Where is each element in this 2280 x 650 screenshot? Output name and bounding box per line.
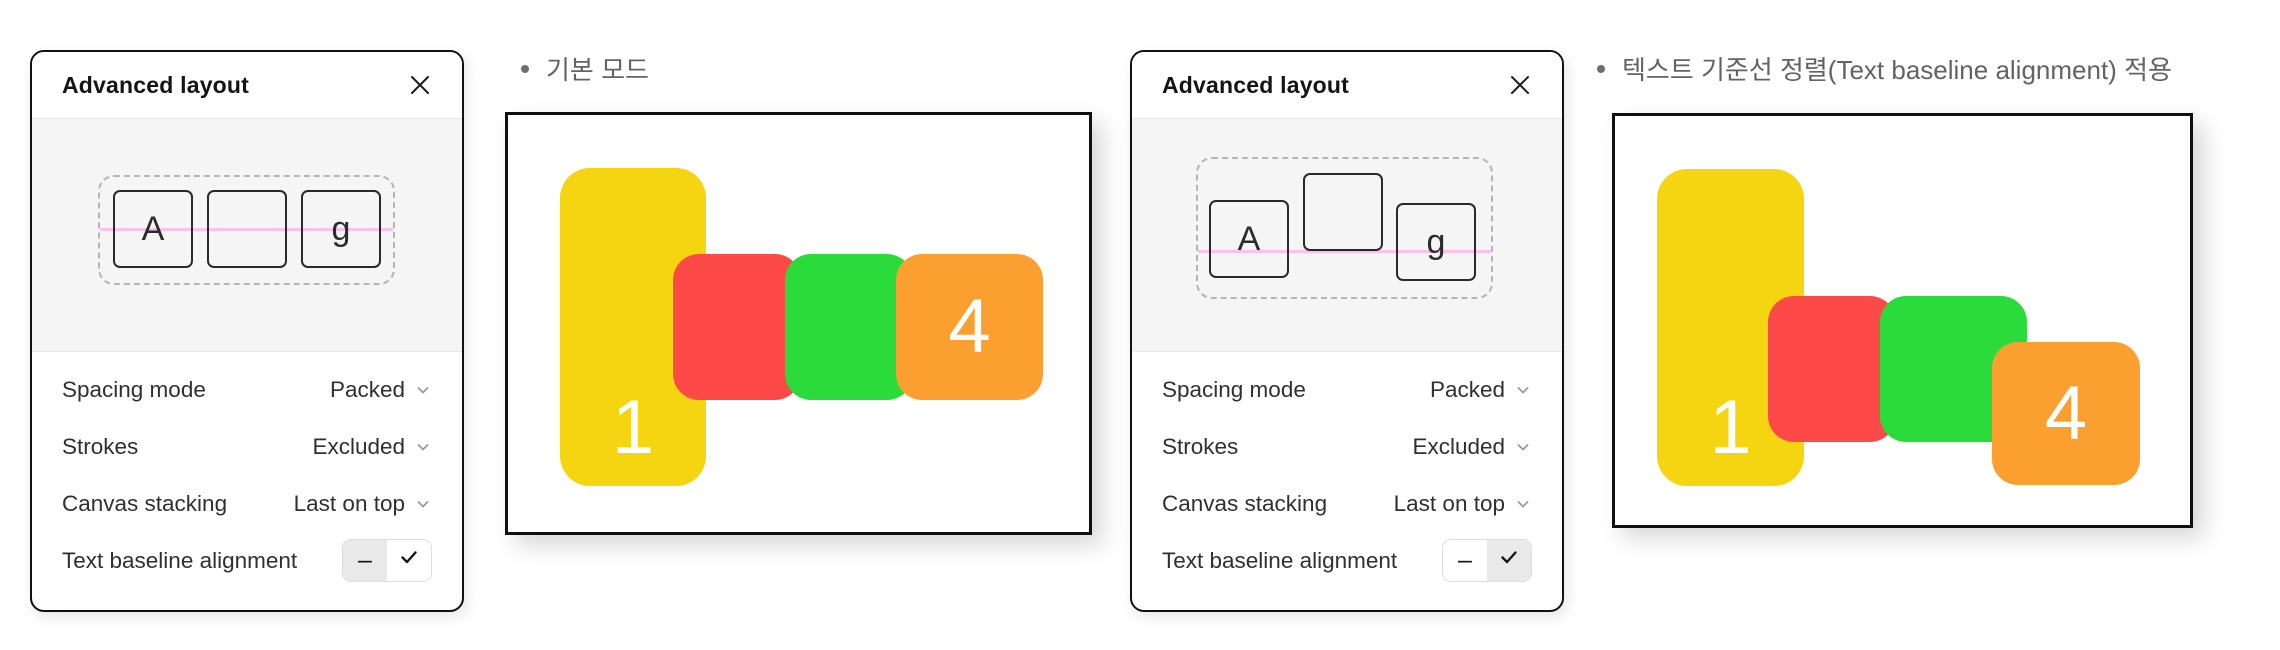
baseline-preview: A g bbox=[32, 119, 462, 352]
row-label: Canvas stacking bbox=[1162, 490, 1328, 516]
row-spacing-mode: Spacing mode Packed bbox=[1162, 361, 1532, 418]
square-letter: g bbox=[1426, 222, 1446, 261]
baseline-indicator-line bbox=[1198, 250, 1491, 253]
dropdown-value: Last on top bbox=[1393, 490, 1505, 516]
panel-settings-rows: Spacing mode Packed Strokes Excluded Can… bbox=[32, 352, 462, 589]
chevron-down-icon bbox=[1514, 495, 1532, 513]
example-canvas-basic: 1 4 bbox=[505, 112, 1092, 535]
spacing-mode-dropdown[interactable]: Packed bbox=[1430, 377, 1532, 403]
advanced-layout-panel-basic: Advanced layout A g Spacing mode Packed bbox=[30, 50, 464, 612]
row-label: Spacing mode bbox=[62, 376, 206, 402]
chevron-down-icon bbox=[1514, 381, 1532, 399]
panel-settings-rows: Spacing mode Packed Strokes Excluded Can… bbox=[1132, 352, 1562, 589]
row-label: Strokes bbox=[62, 433, 139, 459]
bullet-dot bbox=[521, 64, 529, 73]
heading-text: 기본 모드 bbox=[546, 55, 649, 85]
dash-glyph: – bbox=[1458, 546, 1472, 574]
panel-title: Advanced layout bbox=[1162, 71, 1350, 98]
square-letter: A bbox=[1237, 219, 1261, 258]
strokes-dropdown[interactable]: Excluded bbox=[1412, 434, 1532, 460]
shape-label: 4 bbox=[948, 284, 991, 369]
strokes-dropdown[interactable]: Excluded bbox=[312, 434, 432, 460]
example-canvas-baseline: 1 4 bbox=[1612, 113, 2193, 528]
dropdown-value: Packed bbox=[1429, 376, 1505, 402]
square-letter: g bbox=[331, 209, 351, 248]
section-heading-basic: 기본 모드 bbox=[521, 50, 649, 87]
baseline-preview: A g bbox=[1132, 119, 1562, 352]
preview-square-g: g bbox=[301, 190, 381, 268]
dropdown-value: Excluded bbox=[1412, 433, 1505, 459]
preview-square-empty bbox=[207, 190, 287, 268]
row-label: Text baseline alignment bbox=[1162, 547, 1398, 573]
toggle-on-button[interactable] bbox=[1487, 540, 1531, 581]
row-strokes: Strokes Excluded bbox=[1162, 418, 1532, 475]
dropdown-value: Packed bbox=[329, 376, 405, 402]
row-canvas-stacking: Canvas stacking Last on top bbox=[62, 475, 432, 532]
chevron-down-icon bbox=[414, 495, 432, 513]
baseline-indicator-line bbox=[100, 228, 393, 231]
panel-header: Advanced layout bbox=[32, 52, 462, 119]
preview-square-a: A bbox=[113, 190, 193, 268]
row-text-baseline-alignment: Text baseline alignment – bbox=[1162, 532, 1532, 589]
shape-orange[interactable]: 4 bbox=[1992, 342, 2140, 485]
panel-title: Advanced layout bbox=[62, 71, 250, 98]
chevron-down-icon bbox=[1514, 438, 1532, 456]
autolayout-frame-outline: A g bbox=[98, 175, 395, 285]
row-strokes: Strokes Excluded bbox=[62, 418, 432, 475]
row-canvas-stacking: Canvas stacking Last on top bbox=[1162, 475, 1532, 532]
shape-orange[interactable]: 4 bbox=[896, 254, 1043, 400]
shape-red[interactable] bbox=[1768, 296, 1896, 442]
autolayout-frame-outline: A g bbox=[1196, 157, 1493, 299]
canvas-stacking-dropdown[interactable]: Last on top bbox=[1394, 491, 1532, 517]
row-label: Strokes bbox=[1162, 433, 1239, 459]
row-label: Canvas stacking bbox=[62, 490, 228, 516]
chevron-down-icon bbox=[414, 381, 432, 399]
panel-header: Advanced layout bbox=[1132, 52, 1562, 119]
heading-text: 텍스트 기준선 정렬(Text baseline alignment) 적용 bbox=[1622, 55, 2172, 85]
bullet-dot bbox=[1597, 64, 1605, 73]
row-label: Spacing mode bbox=[1162, 376, 1306, 402]
spacing-mode-dropdown[interactable]: Packed bbox=[330, 377, 432, 403]
close-icon[interactable] bbox=[1502, 67, 1538, 103]
shape-red[interactable] bbox=[673, 254, 801, 400]
preview-square-g: g bbox=[1396, 203, 1476, 281]
preview-square-empty bbox=[1303, 173, 1383, 251]
text-baseline-toggle: – bbox=[342, 539, 432, 582]
text-baseline-toggle: – bbox=[1442, 539, 1532, 582]
section-heading-baseline: 텍스트 기준선 정렬(Text baseline alignment) 적용 bbox=[1597, 50, 2172, 87]
chevron-down-icon bbox=[414, 438, 432, 456]
advanced-layout-panel-baseline: Advanced layout A g Spacing mode Packed bbox=[1130, 50, 1564, 612]
preview-square-a: A bbox=[1209, 200, 1289, 278]
shape-green[interactable] bbox=[785, 254, 913, 400]
row-text-baseline-alignment: Text baseline alignment – bbox=[62, 532, 432, 589]
shape-label: 1 bbox=[611, 385, 655, 470]
close-icon[interactable] bbox=[402, 67, 438, 103]
shape-label: 1 bbox=[1709, 385, 1752, 470]
dash-glyph: – bbox=[358, 546, 372, 574]
dropdown-value: Last on top bbox=[293, 490, 405, 516]
toggle-off-button[interactable]: – bbox=[1443, 540, 1487, 581]
check-icon bbox=[398, 546, 420, 575]
toggle-on-button[interactable] bbox=[387, 540, 431, 581]
canvas-stacking-dropdown[interactable]: Last on top bbox=[294, 491, 432, 517]
row-spacing-mode: Spacing mode Packed bbox=[62, 361, 432, 418]
shape-label: 4 bbox=[2044, 370, 2088, 456]
row-label: Text baseline alignment bbox=[62, 547, 298, 573]
check-icon bbox=[1498, 546, 1520, 575]
shape-yellow[interactable]: 1 bbox=[560, 168, 706, 486]
toggle-off-button[interactable]: – bbox=[343, 540, 387, 581]
square-letter: A bbox=[141, 209, 165, 248]
dropdown-value: Excluded bbox=[312, 433, 405, 459]
